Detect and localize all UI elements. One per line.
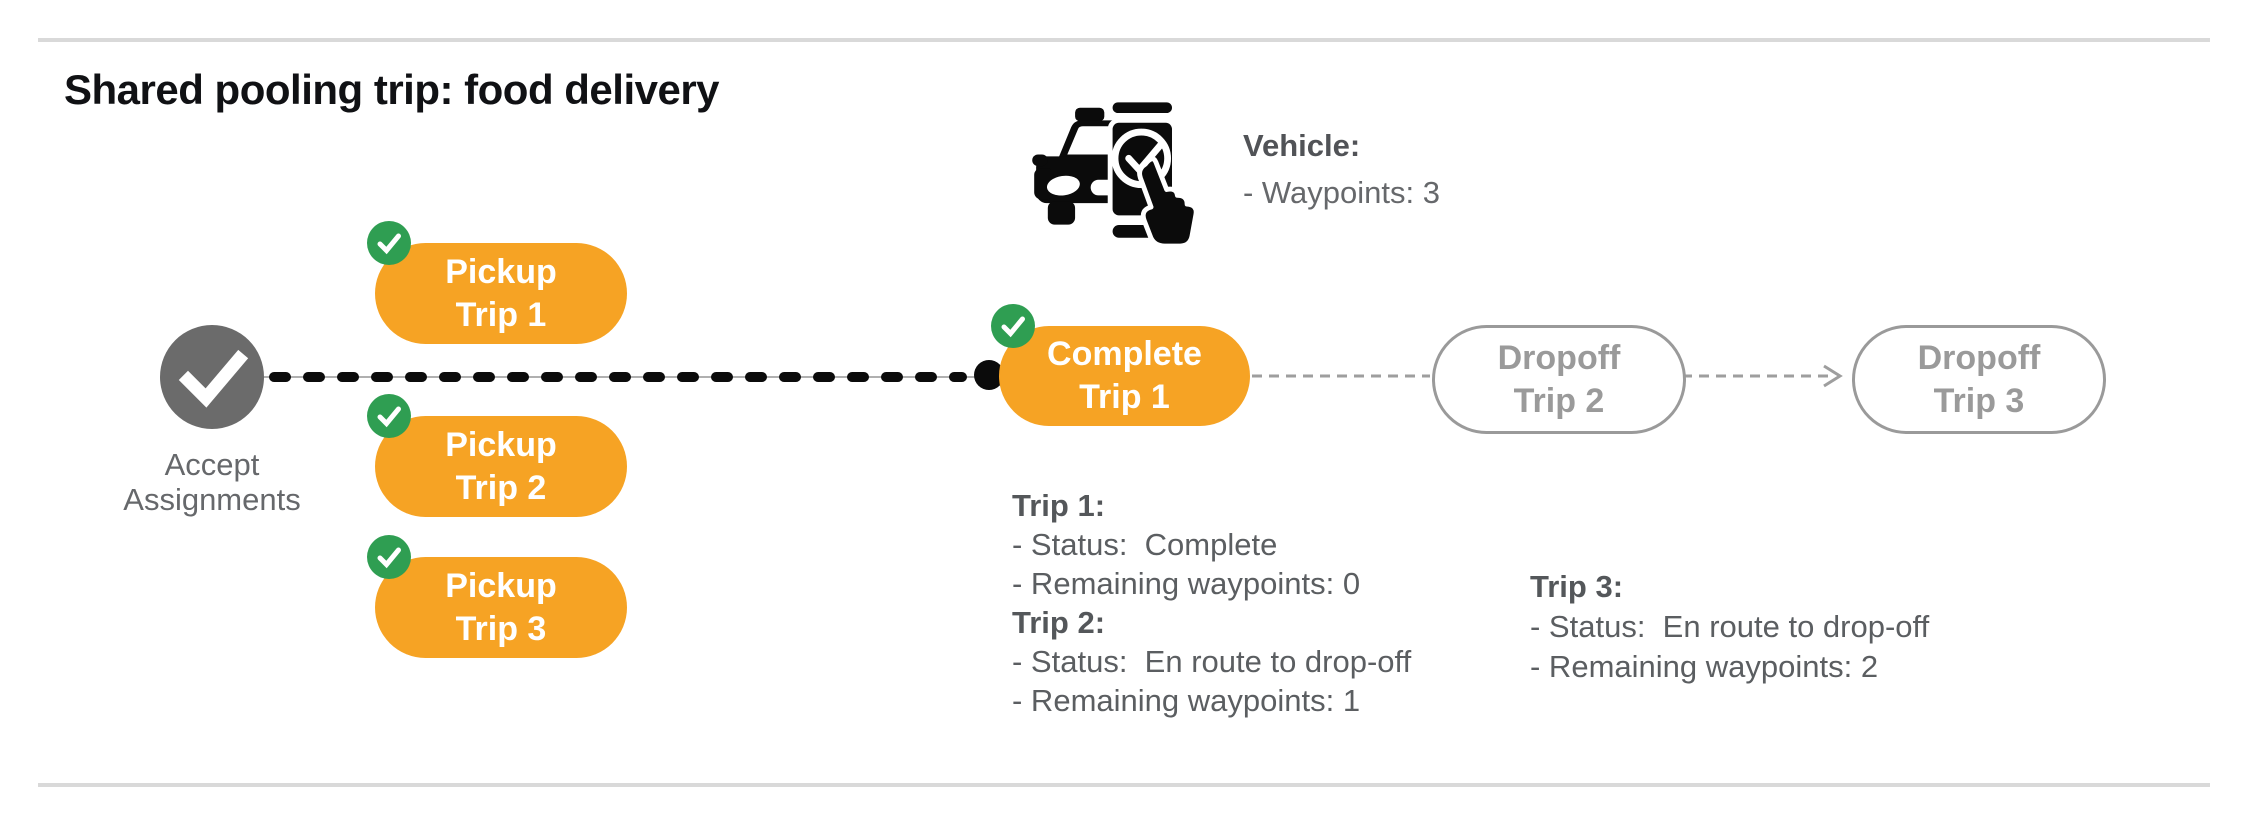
- pill-label-line2: Trip 3: [1933, 381, 2025, 420]
- page-title: Shared pooling trip: food delivery: [64, 66, 720, 113]
- pickup-trip-2-node: Pickup Trip 2: [367, 394, 627, 517]
- check-badge-icon: [367, 394, 411, 438]
- top-rule: [38, 38, 2210, 42]
- trip-2-status: - Status: En route to drop-off: [1012, 644, 1412, 679]
- accept-label-line1: Accept: [164, 447, 260, 482]
- vehicle-phone-check-icon: [1032, 97, 1199, 246]
- connector-to-dropoff-2: [1252, 374, 1430, 378]
- check-circle-icon: [160, 325, 264, 429]
- complete-trip-1-node: Complete Trip 1: [991, 304, 1250, 426]
- vehicle-heading: Vehicle:: [1243, 128, 1361, 163]
- dropoff-trip-3-node: Dropoff Trip 3: [1852, 325, 2106, 434]
- trip-3-details: Trip 3: - Status: En route to drop-off -…: [1530, 567, 1929, 687]
- pill-label-line2: Trip 1: [1079, 378, 1170, 416]
- pill-label-line1: Pickup: [445, 252, 557, 291]
- trip-3-remaining: - Remaining waypoints: 2: [1530, 649, 1879, 684]
- pill-label-line1: Dropoff: [1917, 338, 2041, 377]
- accept-label-line2: Assignments: [123, 482, 301, 517]
- pill-label-line2: Trip 1: [455, 295, 547, 334]
- trip-3-heading: Trip 3:: [1530, 569, 1624, 604]
- pill-label-line2: Trip 2: [1513, 381, 1605, 420]
- pill-label-line2: Trip 2: [455, 468, 547, 507]
- pill-label-line2: Trip 3: [455, 609, 547, 648]
- pill-label-line1: Pickup: [445, 425, 557, 464]
- connector-to-dropoff-3: [1682, 364, 1843, 388]
- dropoff-trip-2-node: Dropoff Trip 2: [1432, 325, 1686, 434]
- main-route-connector: [264, 360, 1004, 390]
- check-badge-icon: [367, 221, 411, 265]
- check-badge-icon: [991, 304, 1035, 348]
- vehicle-info: Vehicle: - Waypoints: 3: [1243, 122, 1440, 216]
- current-position-dot: [974, 360, 1004, 390]
- accept-assignments-label: Accept Assignments: [37, 447, 387, 517]
- pickup-trip-3-node: Pickup Trip 3: [367, 535, 627, 658]
- arrowhead-icon: [1823, 364, 1843, 388]
- pill-label-line1: Dropoff: [1497, 338, 1621, 377]
- trip-1-status: - Status: Complete: [1012, 527, 1278, 562]
- trip-3-status: - Status: En route to drop-off: [1530, 609, 1930, 644]
- bottom-rule: [38, 783, 2210, 787]
- trip-2-heading: Trip 2:: [1012, 605, 1106, 640]
- vehicle-waypoints: - Waypoints: 3: [1243, 175, 1440, 210]
- trip-2-remaining: - Remaining waypoints: 1: [1012, 683, 1361, 718]
- pill-label-line1: Complete: [1047, 335, 1202, 373]
- pickup-trip-1-node: Pickup Trip 1: [367, 221, 627, 344]
- check-badge-icon: [367, 535, 411, 579]
- trip-1-remaining: - Remaining waypoints: 0: [1012, 566, 1361, 601]
- pill-label-line1: Pickup: [445, 566, 557, 605]
- trip-1-heading: Trip 1:: [1012, 488, 1106, 523]
- trip-1-2-details: Trip 1: - Status: Complete - Remaining w…: [1012, 486, 1411, 720]
